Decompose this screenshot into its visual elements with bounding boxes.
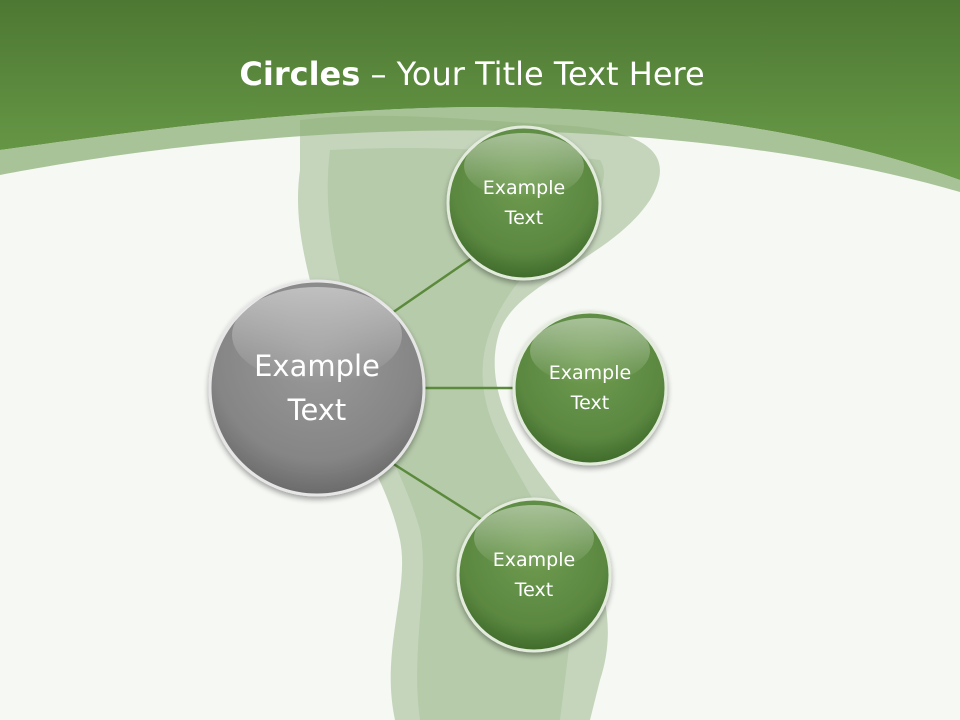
connector-line — [391, 461, 483, 522]
node-top[interactable] — [446, 125, 602, 281]
node-middle[interactable] — [512, 310, 668, 466]
header-swoosh — [0, 107, 960, 192]
title-bold: Circles — [239, 55, 361, 93]
node-middle-label: Example Text — [548, 362, 632, 414]
node-bottom-label: Example Text — [492, 549, 576, 601]
center-node[interactable] — [208, 279, 426, 497]
title-rest: Your Title Text Here — [396, 55, 705, 93]
page-title: Circles – Your Title Text Here — [0, 52, 944, 96]
title-separator: – — [360, 55, 397, 93]
header-band — [0, 0, 960, 180]
node-bottom[interactable] — [456, 497, 612, 653]
connector-line — [391, 256, 473, 315]
center-node-label: Example Text — [254, 349, 380, 427]
node-top-label: Example Text — [482, 177, 566, 229]
